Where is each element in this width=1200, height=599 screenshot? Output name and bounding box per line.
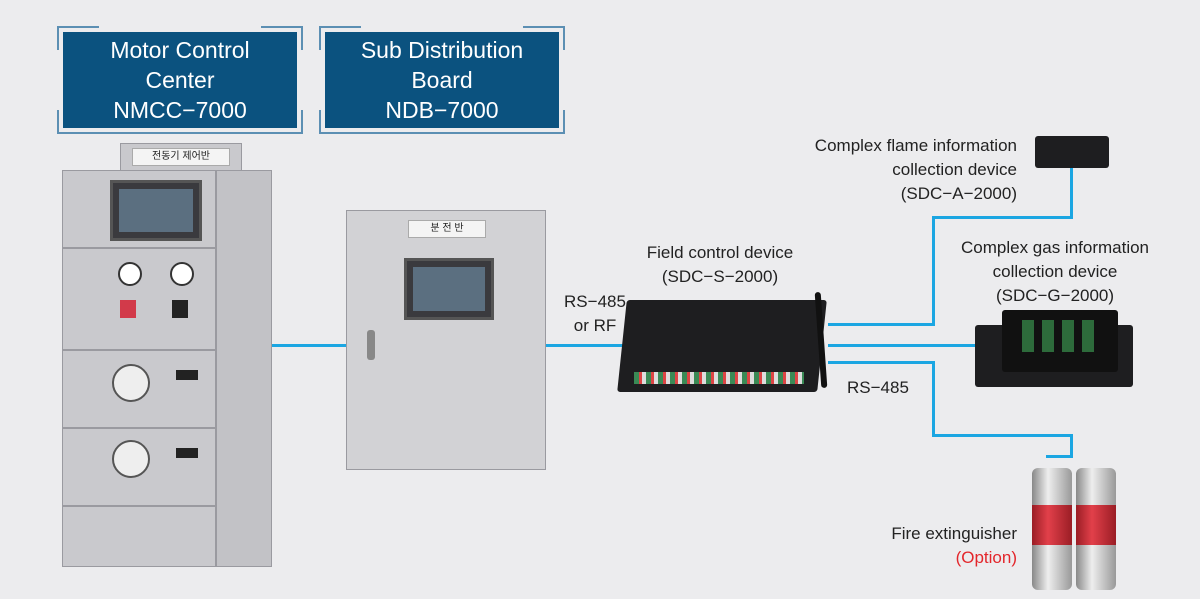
label-line: collection device: [992, 262, 1118, 281]
label-line: (SDC−A−2000): [900, 184, 1017, 203]
link-gas: [828, 344, 978, 347]
title-line: Board: [411, 67, 473, 93]
field-device-label: Field control device (SDC−S−2000): [620, 241, 820, 289]
label-line: Fire extinguisher: [891, 524, 1017, 543]
link-board-field: [545, 344, 625, 347]
label-line: Field control device: [646, 243, 794, 262]
link-flame-v2: [1070, 166, 1073, 219]
title-line: Center: [145, 67, 215, 93]
link-flame-h2: [932, 216, 1073, 219]
label-line: collection device: [892, 160, 1017, 179]
board-nameplate: 분 전 반: [408, 220, 486, 238]
link-ext-v1: [932, 361, 935, 437]
link-ext-v2: [1070, 434, 1073, 458]
fire-extinguisher-label: Fire extinguisher (Option): [840, 522, 1017, 570]
rs485-rf-label: RS−485 or RF: [552, 290, 638, 338]
link-mcc-board: [272, 344, 348, 347]
label-line: RS−485: [564, 292, 626, 311]
title-line: NMCC−7000: [113, 97, 247, 123]
label-line: (SDC−G−2000): [995, 286, 1115, 305]
link-ext-h3: [1046, 455, 1073, 458]
gas-device-label: Complex gas information collection devic…: [935, 236, 1175, 308]
label-line: or RF: [573, 316, 617, 335]
link-ext-h1: [828, 361, 935, 364]
option-label: (Option): [955, 548, 1017, 567]
title-frame-mcc: [56, 25, 304, 134]
link-flame-h1: [828, 323, 935, 326]
rs485-label: RS−485: [847, 378, 909, 397]
label-line: Complex gas information: [960, 238, 1150, 257]
label-line: (SDC−S−2000): [661, 267, 779, 286]
title-line: Motor Control: [110, 37, 250, 63]
flame-device: [1035, 136, 1109, 168]
link-flame-v1: [932, 216, 935, 326]
mcc-nameplate: 전동기 제어반: [132, 148, 230, 166]
title-line: NDB−7000: [385, 97, 499, 123]
label-line: Complex flame information: [814, 136, 1017, 155]
title-mcc: Motor Control Center NMCC−7000: [63, 32, 297, 128]
title-frame-ndb: [318, 25, 566, 134]
flame-device-label: Complex flame information collection dev…: [760, 134, 1017, 206]
title-ndb: Sub Distribution Board NDB−7000: [325, 32, 559, 128]
title-line: Sub Distribution: [360, 37, 524, 63]
link-ext-h2: [932, 434, 1073, 437]
